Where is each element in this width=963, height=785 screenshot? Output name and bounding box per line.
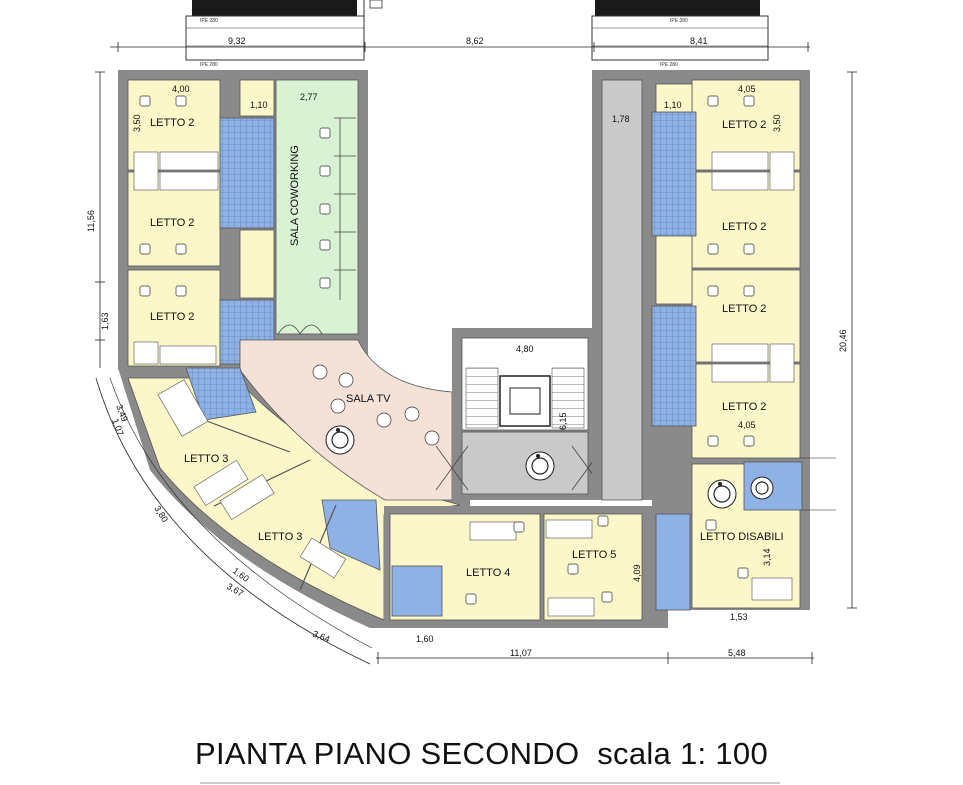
bottom-dimension-line: 11,07 5,48 — [376, 648, 814, 664]
dim-label: 4,05 — [738, 84, 756, 94]
room-label-letto-5: LETTO 5 — [572, 549, 616, 561]
beam-label: IPE 280 — [660, 62, 678, 68]
room-label-letto-2: LETTO 2 — [722, 221, 766, 233]
wheelchair-icon — [525, 451, 555, 481]
right-corridor: 1,78 — [592, 70, 652, 501]
dim-label: 1,53 — [730, 612, 748, 622]
right-dimension-line: 20,46 — [800, 71, 857, 609]
dim-label: 1,78 — [612, 114, 630, 124]
dim-label: 5,48 — [728, 648, 746, 658]
room-label-letto-2: LETTO 2 — [722, 401, 766, 413]
balcony-right: IPE 280 IPE 280 — [591, 0, 769, 68]
wheelchair-icon — [750, 476, 774, 500]
room-label-letto-3: LETTO 3 — [184, 453, 228, 465]
dim-label: 1,10 — [250, 100, 268, 110]
dim-label: 11,56 — [86, 210, 96, 232]
dim-label: 20,46 — [838, 329, 848, 352]
dim-label: 9,32 — [228, 36, 246, 46]
room-label-letto-2: LETTO 2 — [150, 311, 194, 323]
dim-label: 3,67 — [225, 581, 245, 598]
balcony-left: IPE 280 IPE 280 — [185, 0, 365, 68]
room-label-letto-2: LETTO 2 — [722, 303, 766, 315]
beam-label: IPE 280 — [200, 18, 218, 24]
dim-label: 3,50 — [132, 114, 142, 132]
left-dimension-line: 11,56 1,63 — [86, 71, 110, 368]
dim-label: 2,77 — [300, 92, 318, 102]
room-label-letto-disabili: LETTO DISABILI — [700, 531, 784, 543]
left-wing: LETTO 2 LETTO 2 LETTO 2 SALA COWORKING 4… — [118, 70, 368, 370]
room-label-letto-3: LETTO 3 — [258, 531, 302, 543]
dim-label: 4,05 — [738, 420, 756, 430]
dim-label: 8,41 — [690, 36, 708, 46]
dim-label: 1,10 — [664, 100, 682, 110]
room-label-letto-2: LETTO 2 — [722, 119, 766, 131]
beam-label: IPE 280 — [200, 62, 218, 68]
dim-label: 11,07 — [510, 648, 532, 658]
dim-label: 4,00 — [172, 84, 190, 94]
dim-label: 6,15 — [558, 412, 568, 430]
dim-label: 3,80 — [152, 504, 170, 524]
dim-label: 8,62 — [466, 36, 484, 46]
plan-scale-text: scala 1: 100 — [597, 736, 768, 771]
room-label-sala-tv: SALA TV — [346, 393, 391, 405]
beam-label: IPE 280 — [670, 18, 688, 24]
dim-label: 1,60 — [416, 634, 434, 644]
wheelchair-icon — [325, 425, 355, 455]
room-label-letto-4: LETTO 4 — [466, 567, 510, 579]
dim-label: 3,50 — [772, 114, 782, 132]
dim-label: 3,14 — [762, 548, 772, 566]
dim-label: 1,60 — [231, 566, 251, 584]
room-label-letto-2: LETTO 2 — [150, 217, 194, 229]
dim-label: 1,63 — [100, 312, 110, 330]
bottom-rooms: LETTO 4 LETTO 5 LETTO DISABILI 4,09 3,14… — [384, 461, 803, 644]
dim-label: 3,64 — [311, 629, 331, 645]
stair-core: 4,80 6,15 — [435, 328, 605, 500]
room-label-sala-coworking: SALA COWORKING — [289, 145, 301, 246]
plan-title-text: PIANTA PIANO SECONDO — [195, 736, 580, 771]
wheelchair-icon — [707, 479, 737, 509]
dim-label: 4,80 — [516, 344, 534, 354]
room-label-letto-2: LETTO 2 — [150, 117, 194, 129]
plan-title: PIANTA PIANO SECONDO scala 1: 100 — [0, 736, 963, 772]
dim-label: 4,09 — [632, 564, 642, 582]
top-dimension-line: 9,32 8,62 8,41 — [110, 36, 810, 52]
